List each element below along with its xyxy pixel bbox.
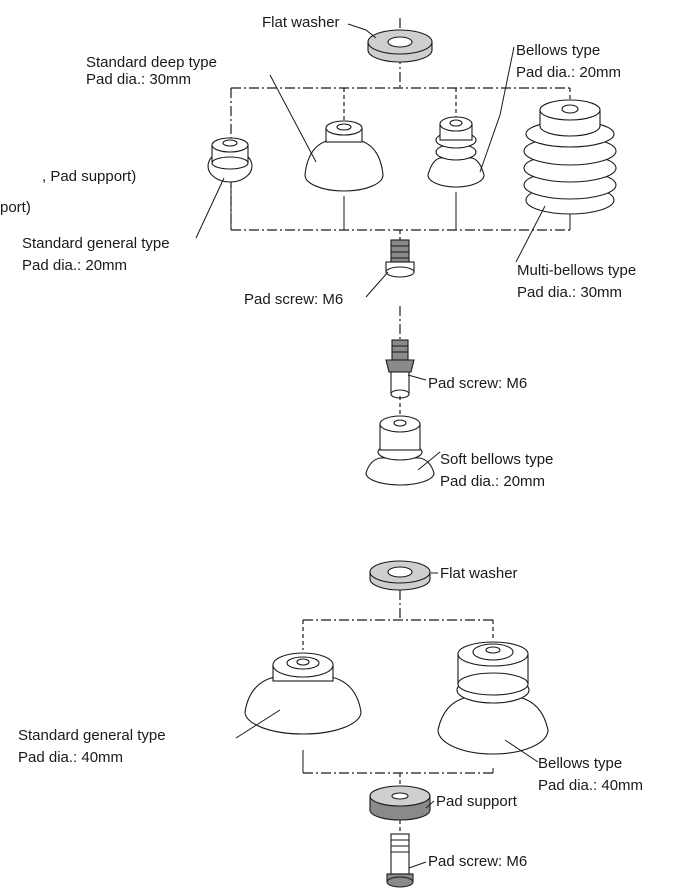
standard-deep-diameter: Pad dia.: 30mm — [86, 71, 191, 88]
top-assembly — [195, 18, 617, 298]
cut-text-1: , Pad support) — [42, 168, 136, 185]
pad-screw-bottom-label: Pad screw: M6 — [428, 853, 527, 870]
soft-bellows-label: Soft bellows type — [440, 451, 553, 468]
bellows-top-label: Bellows type — [516, 42, 600, 59]
pad-screw-icon — [385, 239, 415, 278]
labels: Flat washer Standard deep type Pad dia.:… — [0, 14, 643, 870]
suction-pad-icon — [244, 652, 362, 735]
soft-bellows-diameter: Pad dia.: 20mm — [440, 473, 545, 490]
standard-deep-label: Standard deep type — [86, 54, 217, 71]
standard-general-top-label: Standard general type — [22, 235, 170, 252]
cut-text-2: port) — [0, 199, 31, 216]
bellows-pad-icon — [437, 641, 549, 755]
flat-washer-bottom-label: Flat washer — [440, 565, 518, 582]
bellows-bottom-diameter: Pad dia.: 40mm — [538, 777, 643, 794]
bottom-assembly — [235, 560, 549, 888]
suction-pad-icon — [304, 120, 384, 192]
bellows-bottom-label: Bellows type — [538, 755, 622, 772]
pad-screw-mid-label: Pad screw: M6 — [428, 375, 527, 392]
pad-screw-icon — [386, 833, 414, 888]
standard-general-top-diameter: Pad dia.: 20mm — [22, 257, 127, 274]
flat-washer-label: Flat washer — [262, 14, 340, 31]
suction-pad-icon — [207, 137, 253, 183]
pad-screw-top-label: Pad screw: M6 — [244, 291, 343, 308]
multi-bellows-label: Multi-bellows type — [517, 262, 636, 279]
standard-general-bottom-diameter: Pad dia.: 40mm — [18, 749, 123, 766]
flat-washer-icon — [369, 560, 431, 591]
pad-screw-icon — [385, 339, 415, 399]
standard-general-bottom-label: Standard general type — [18, 727, 166, 744]
bellows-pad-icon — [365, 415, 435, 486]
bellows-pad-icon — [427, 116, 485, 188]
flat-washer-icon — [367, 29, 433, 63]
multi-bellows-diameter: Pad dia.: 30mm — [517, 284, 622, 301]
pad-support-label: Pad support — [436, 793, 518, 810]
pad-support-icon — [369, 785, 431, 821]
bellows-top-diameter: Pad dia.: 20mm — [516, 64, 621, 81]
middle-assembly — [365, 306, 441, 486]
bellows-pad-icon — [523, 99, 617, 215]
